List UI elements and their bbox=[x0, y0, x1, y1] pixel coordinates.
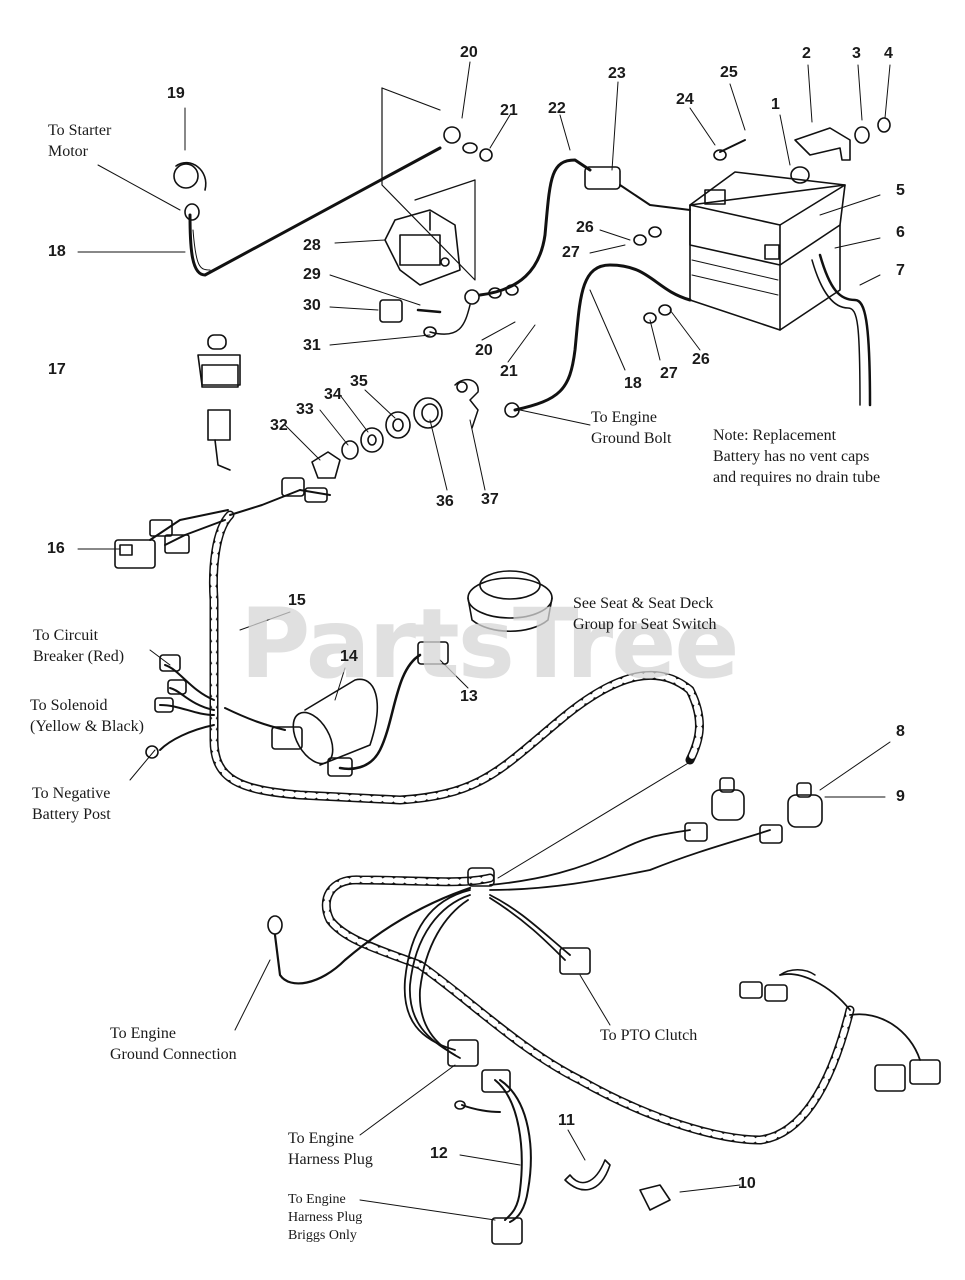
jumper-12 bbox=[494, 1079, 523, 1221]
callout-7: 7 bbox=[896, 262, 905, 279]
callout-27-lower: 27 bbox=[660, 365, 678, 382]
callout-2: 2 bbox=[802, 45, 811, 62]
callout-26-lower: 26 bbox=[692, 351, 710, 368]
label-pto-clutch: To PTO Clutch bbox=[600, 1027, 698, 1044]
callout-27-upper: 27 bbox=[562, 244, 580, 261]
solenoid bbox=[384, 209, 461, 286]
callout-36: 36 bbox=[436, 493, 454, 510]
callout-26-upper: 26 bbox=[576, 219, 594, 236]
callout-25: 25 bbox=[720, 64, 738, 81]
switch-9 bbox=[759, 782, 823, 844]
callout-4: 4 bbox=[884, 45, 893, 62]
label-engine-harness-plug: To Engine Harness Plug bbox=[288, 1130, 373, 1168]
callout-3: 3 bbox=[852, 45, 861, 62]
callout-14: 14 bbox=[340, 648, 358, 665]
callout-8: 8 bbox=[896, 723, 905, 740]
callout-13: 13 bbox=[460, 688, 478, 705]
callout-35: 35 bbox=[350, 373, 368, 390]
lower-harness bbox=[267, 829, 941, 1145]
callout-30: 30 bbox=[303, 297, 321, 314]
callout-16: 16 bbox=[47, 540, 65, 557]
label-starter-motor: To Starter Motor bbox=[48, 122, 112, 160]
callout-18-upper: 18 bbox=[48, 243, 66, 260]
switch-8 bbox=[684, 777, 745, 842]
callout-31: 31 bbox=[303, 337, 321, 354]
callout-34: 34 bbox=[324, 386, 342, 403]
capacitor bbox=[292, 678, 378, 766]
callout-18-lower: 18 bbox=[624, 375, 642, 392]
callout-10: 10 bbox=[738, 1175, 756, 1192]
callout-11: 11 bbox=[558, 1112, 575, 1129]
pto-switch bbox=[197, 334, 241, 471]
callout-22: 22 bbox=[548, 100, 566, 117]
callout-9: 9 bbox=[896, 788, 905, 805]
mounting-plate bbox=[381, 87, 476, 281]
callout-37: 37 bbox=[481, 491, 499, 508]
label-solenoid: To Solenoid (Yellow & Black) bbox=[30, 697, 144, 735]
main-harness bbox=[149, 477, 704, 805]
starter-cable bbox=[188, 146, 442, 277]
callout-6: 6 bbox=[896, 224, 905, 241]
callout-32: 32 bbox=[270, 417, 288, 434]
callout-20-lower: 20 bbox=[475, 342, 493, 359]
callout-1: 1 bbox=[771, 96, 780, 113]
callout-28: 28 bbox=[303, 237, 321, 254]
callout-24: 24 bbox=[676, 91, 694, 108]
label-engine-ground-bolt: To Engine Ground Bolt bbox=[591, 409, 672, 447]
label-negative-post: To Negative Battery Post bbox=[32, 785, 111, 823]
callout-33: 33 bbox=[296, 401, 314, 418]
label-engine-ground-connection: To Engine Ground Connection bbox=[110, 1025, 237, 1063]
battery bbox=[689, 171, 872, 407]
negative-cable bbox=[513, 263, 692, 412]
watermark: PartsTree bbox=[240, 588, 739, 700]
label-battery-note: Note: Replacement Battery has no vent ca… bbox=[713, 427, 881, 486]
callout-5: 5 bbox=[896, 182, 905, 199]
positive-cable bbox=[478, 158, 592, 297]
callout-15: 15 bbox=[288, 592, 306, 609]
label-circuit-breaker: To Circuit Breaker (Red) bbox=[33, 627, 125, 665]
label-engine-harness-briggs: To Engine Harness Plug Briggs Only bbox=[288, 1192, 363, 1243]
callout-17: 17 bbox=[48, 361, 66, 378]
callout-20-upper: 20 bbox=[460, 44, 478, 61]
seat-switch bbox=[467, 570, 553, 633]
callout-12: 12 bbox=[430, 1145, 448, 1162]
callout-29: 29 bbox=[303, 266, 321, 283]
callout-21-lower: 21 bbox=[500, 363, 518, 380]
callout-21-upper: 21 bbox=[500, 102, 518, 119]
callout-19: 19 bbox=[167, 85, 185, 102]
callout-23: 23 bbox=[608, 65, 626, 82]
label-seat-switch: See Seat & Seat Deck Group for Seat Swit… bbox=[573, 595, 717, 633]
